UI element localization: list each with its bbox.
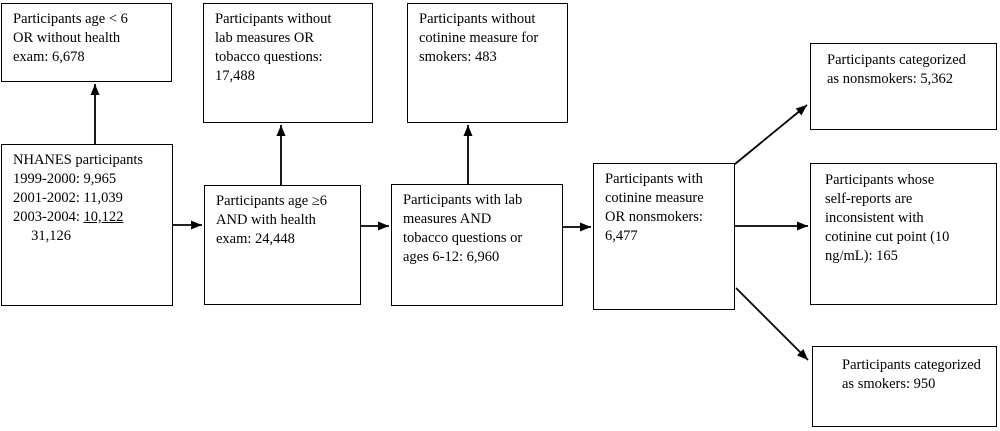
flow-box-inconsistent-reports: Participants whose self-reports are incons… (810, 163, 997, 305)
box-text-line: 17,488 (215, 68, 255, 84)
box-text-line: exam: 6,678 (13, 49, 85, 65)
box-text-line: lab measures OR (215, 30, 315, 46)
arrow-cotinine-to-smokers (735, 287, 809, 361)
box-text-line: OR nonsmokers: (605, 209, 703, 225)
box-text-line: exam: 24,448 (216, 231, 295, 247)
box-text-line: NHANES participants (13, 152, 144, 168)
box-text-line: smokers: 483 (419, 49, 497, 65)
flow-box-nhanes-participants: NHANES participants 1999-2000: 9,965 2001-… (1, 144, 173, 306)
box-text-line: as smokers: 950 (842, 376, 936, 392)
box-text-line: cotinine measure (605, 190, 704, 206)
box-text-line: Participants without (215, 11, 332, 27)
box-text-line: tobacco questions or (403, 230, 523, 246)
box-text-line: OR without health (13, 30, 121, 46)
box-text-line: inconsistent with (825, 210, 924, 226)
box-text-line: ages 6-12: 6,960 (403, 249, 500, 265)
box-text-line: Participants whose (825, 172, 935, 188)
flow-box-age6-health-exam: Participants age ≥6 AND with health exam: … (204, 185, 361, 305)
box-text-line: measures AND (403, 211, 492, 227)
box-text-line: as nonsmokers: 5,362 (827, 71, 954, 87)
text-segment: 2003-2004: (13, 209, 84, 225)
box-text-line: Participants age ≥6 (216, 193, 328, 209)
box-text-line: cotinine measure for (419, 30, 539, 46)
arrow-cotinine-to-nonsmokers (734, 104, 808, 165)
box-text-line: AND with health (216, 212, 316, 228)
box-text-line: tobacco questions: (215, 49, 323, 65)
box-text-line: 6,477 (605, 228, 638, 244)
box-text-line: Participants without (419, 11, 536, 27)
flow-box-excluded-age-under6: Participants age < 6 OR without health exa… (1, 3, 172, 82)
box-text-line: Participants categorized (842, 357, 981, 373)
box-text-line: ng/mL): 165 (825, 248, 898, 264)
flow-box-categorized-nonsmokers: Participants categorized as nonsmokers: 5… (810, 43, 997, 130)
box-text-line: cotinine cut point (10 (825, 229, 950, 245)
underlined-value: 10,122 (83, 209, 124, 225)
flow-box-excluded-no-lab-tobacco: Participants without lab measures OR tobac… (203, 3, 373, 123)
flow-box-excluded-no-cotinine: Participants without cotinine measure for… (407, 3, 568, 123)
flow-box-cotinine-or-nonsmokers: Participants with cotinine measure OR nons… (593, 163, 735, 310)
box-text-line: 2001-2002: 11,039 (13, 190, 123, 206)
box-text-line: Participants categorized (827, 52, 966, 68)
flow-box-lab-tobacco: Participants with lab measures AND tobacco… (391, 184, 563, 306)
box-text-line: Participants with lab (403, 192, 523, 208)
box-text-line: 1999-2000: 9,965 (13, 171, 117, 187)
flow-box-categorized-smokers: Participants categorized as smokers: 950 (812, 346, 997, 427)
box-text-line: Participants with (605, 171, 703, 187)
box-text-line: Participants age < 6 (13, 11, 128, 27)
box-text-line: self-reports are (825, 191, 913, 207)
box-text-line: 31,126 (13, 228, 71, 244)
box-text-line: 2003-2004: 10,122 (13, 208, 164, 227)
